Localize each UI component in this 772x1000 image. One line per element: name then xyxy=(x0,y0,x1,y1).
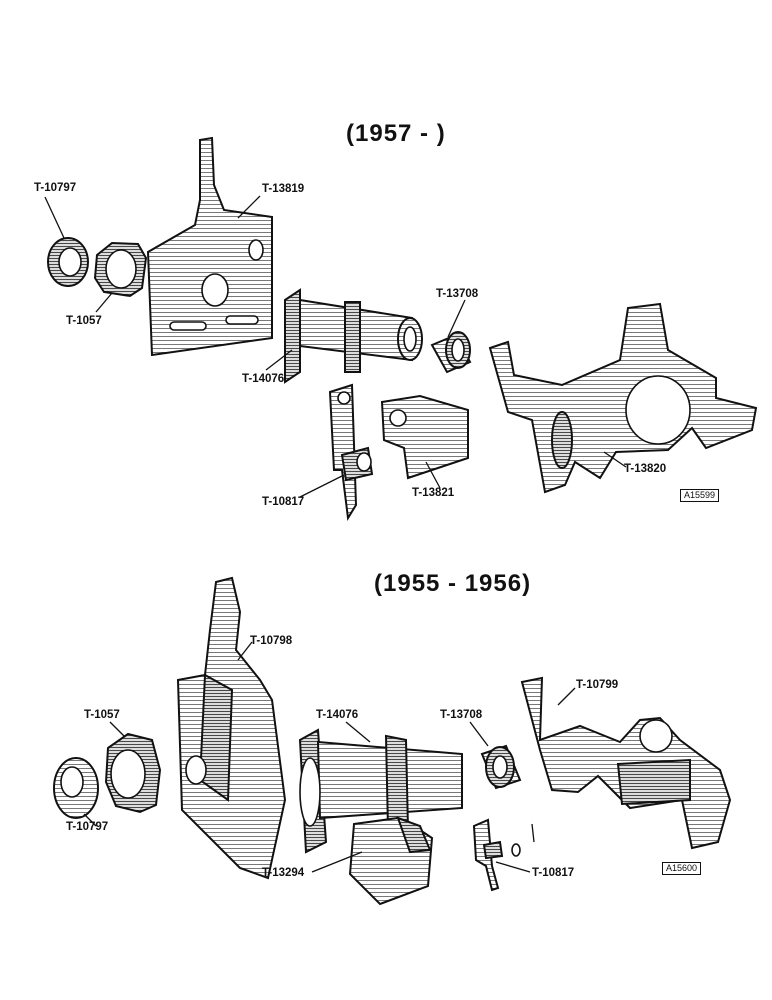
tube-t14076-top xyxy=(284,288,423,384)
lever-t10817-bottom xyxy=(472,818,535,892)
housing-t13820 xyxy=(488,302,758,494)
label-t13821: T-13821 xyxy=(412,487,455,499)
plate-t10798 xyxy=(176,576,287,880)
label-t14076-bottom: T-14076 xyxy=(316,709,359,721)
label-t10797-top: T-10797 xyxy=(34,182,77,194)
reference-code-bottom: A15600 xyxy=(662,862,702,875)
section-title-top: (1957 - ) xyxy=(346,120,446,147)
label-t10799: T-10799 xyxy=(576,679,619,691)
label-t13820: T-13820 xyxy=(624,463,667,475)
label-t10797-bottom: T-10797 xyxy=(66,821,109,833)
label-t1057-top: T-1057 xyxy=(66,315,102,327)
tube-t14076-bottom xyxy=(298,728,463,854)
label-t13819: T-13819 xyxy=(262,183,305,195)
label-t13708-top: T-13708 xyxy=(436,288,479,300)
label-t10817-top: T-10817 xyxy=(262,496,305,508)
retainer-t1057-bottom xyxy=(104,732,162,814)
seal-t10797-bottom xyxy=(53,757,99,819)
bracket-t13821 xyxy=(380,394,469,480)
bracket-t13294 xyxy=(348,816,434,906)
retainer-t1057-top xyxy=(93,241,148,298)
lever-t10817-top xyxy=(328,383,374,521)
bottom-assembly xyxy=(53,576,732,906)
bushing-t13708-bottom xyxy=(480,744,522,790)
housing-t10799 xyxy=(520,676,732,850)
bushing-t13708-top xyxy=(430,331,472,374)
plate-t13819 xyxy=(146,136,273,357)
label-t1057-bottom: T-1057 xyxy=(84,709,120,721)
label-t10817-bottom: T-10817 xyxy=(532,867,575,879)
top-assembly xyxy=(44,136,758,521)
label-t13294: T-13294 xyxy=(262,867,305,879)
reference-code-top: A15599 xyxy=(680,489,720,502)
label-t13708-bottom: T-13708 xyxy=(440,709,483,721)
section-title-bottom: (1955 - 1956) xyxy=(374,570,532,597)
label-t14076-top: T-14076 xyxy=(242,373,285,385)
seal-t10797-top xyxy=(47,237,89,287)
label-t10798: T-10798 xyxy=(250,635,293,647)
